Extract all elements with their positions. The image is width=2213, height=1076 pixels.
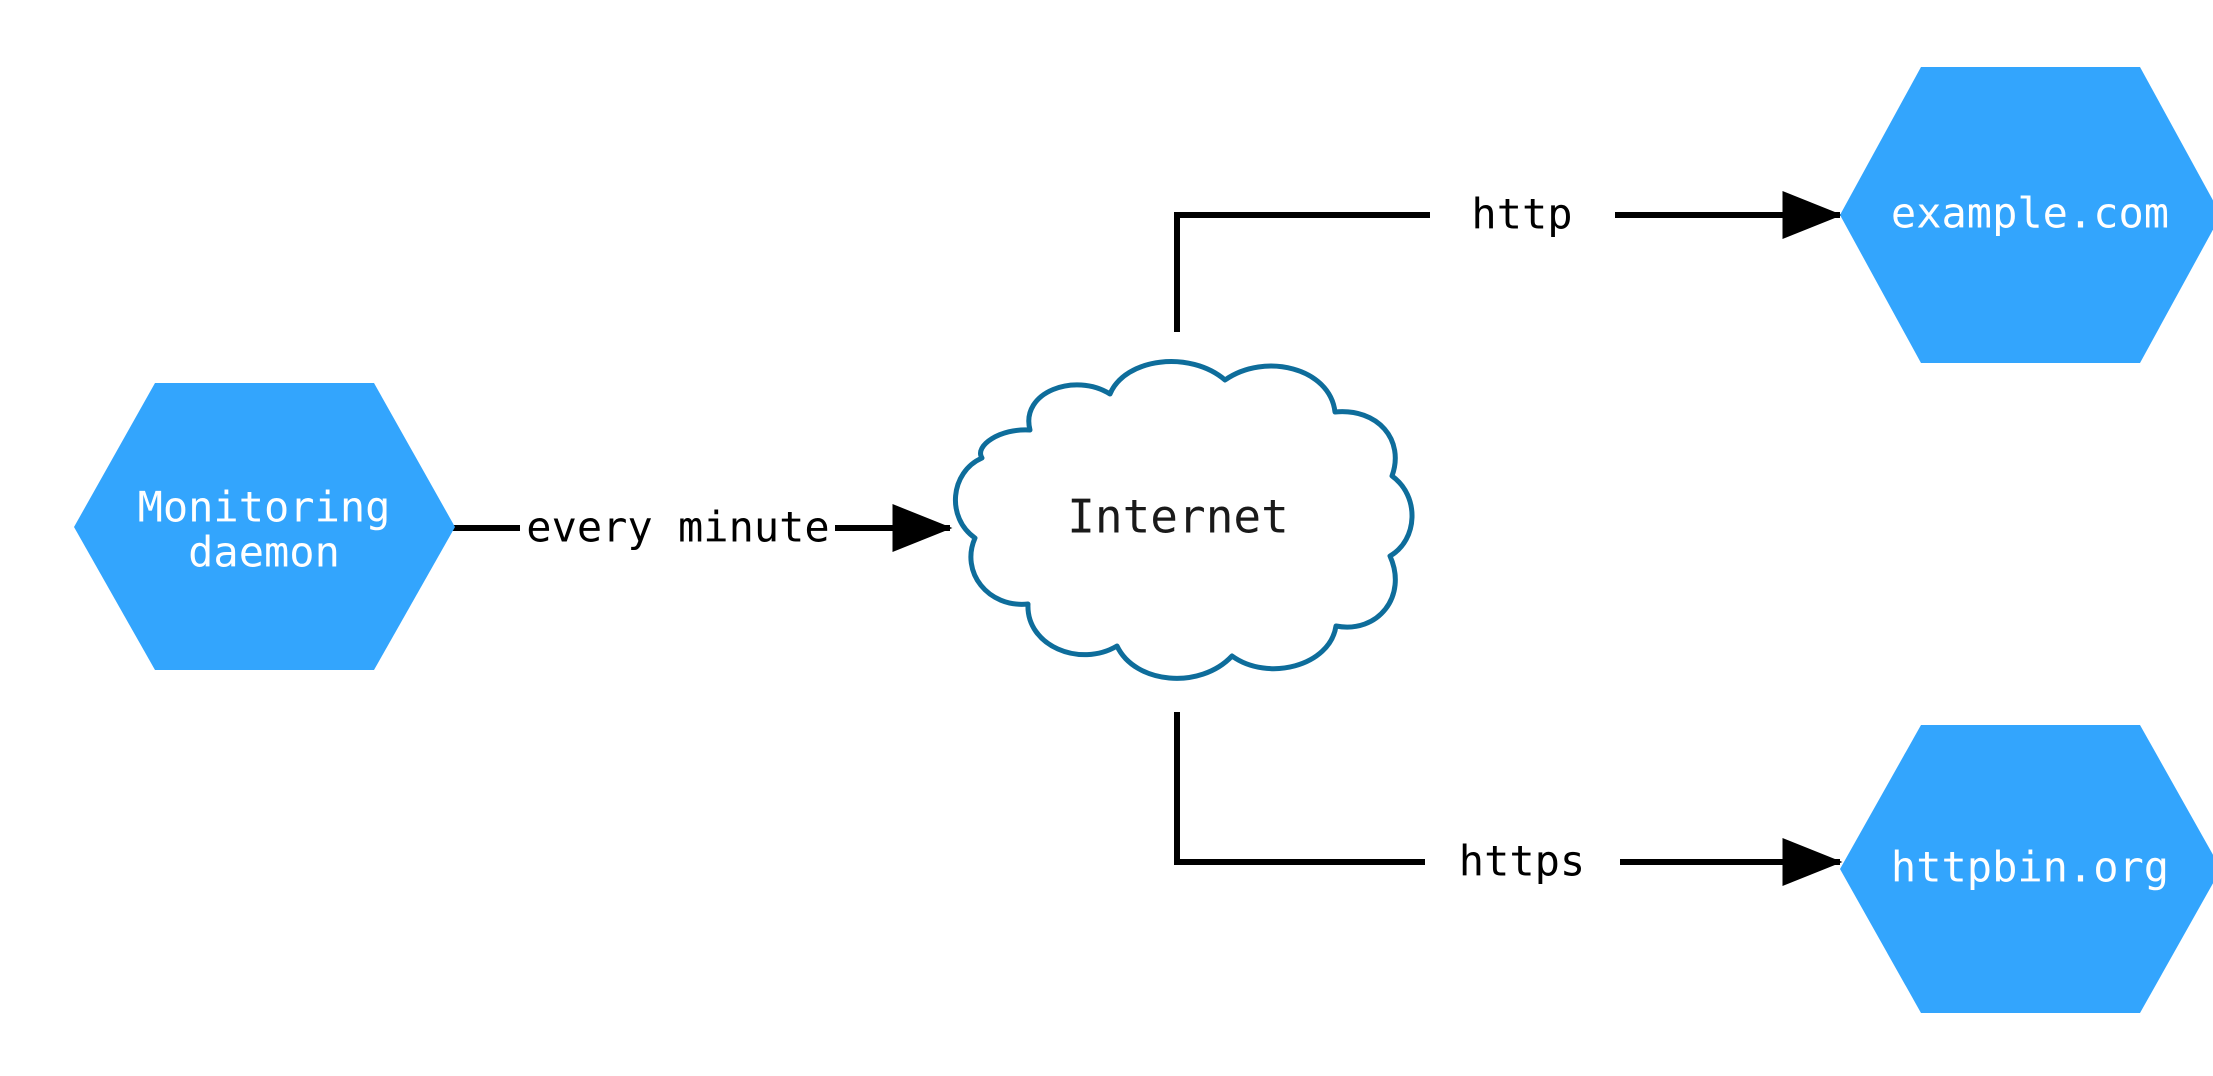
node-label-monitoring-daemon-line1: Monitoring [138,483,391,532]
hexagon-shape-httpbin-org [1840,725,2213,1013]
node-example-com[interactable]: example.com [1840,67,2213,363]
edge-label-http: http [1471,190,1572,239]
hexagon-shape-monitoring-daemon [74,383,455,670]
edge-daemon-to-internet: every minute [447,503,953,552]
node-label-monitoring-daemon-line2: daemon [188,528,340,577]
edge-internet-to-example: http [1174,190,1843,332]
edge-internet-to-httpbin: https [1174,712,1843,886]
edge-elbow-https [1174,712,1425,865]
edge-elbow-http [1174,212,1430,332]
edge-label-every-minute: every minute [526,503,829,552]
node-label-internet: Internet [1067,490,1289,544]
node-httpbin-org[interactable]: httpbin.org [1840,725,2213,1013]
cloud-shape-internet [952,359,1415,681]
hexagon-shape-example-com [1840,67,2213,363]
node-internet[interactable]: Internet [952,359,1415,681]
node-label-httpbin-org: httpbin.org [1891,843,2169,892]
edge-label-https: https [1459,837,1585,886]
node-label-example-com: example.com [1891,189,2169,238]
node-monitoring-daemon[interactable]: Monitoring daemon [74,383,455,670]
